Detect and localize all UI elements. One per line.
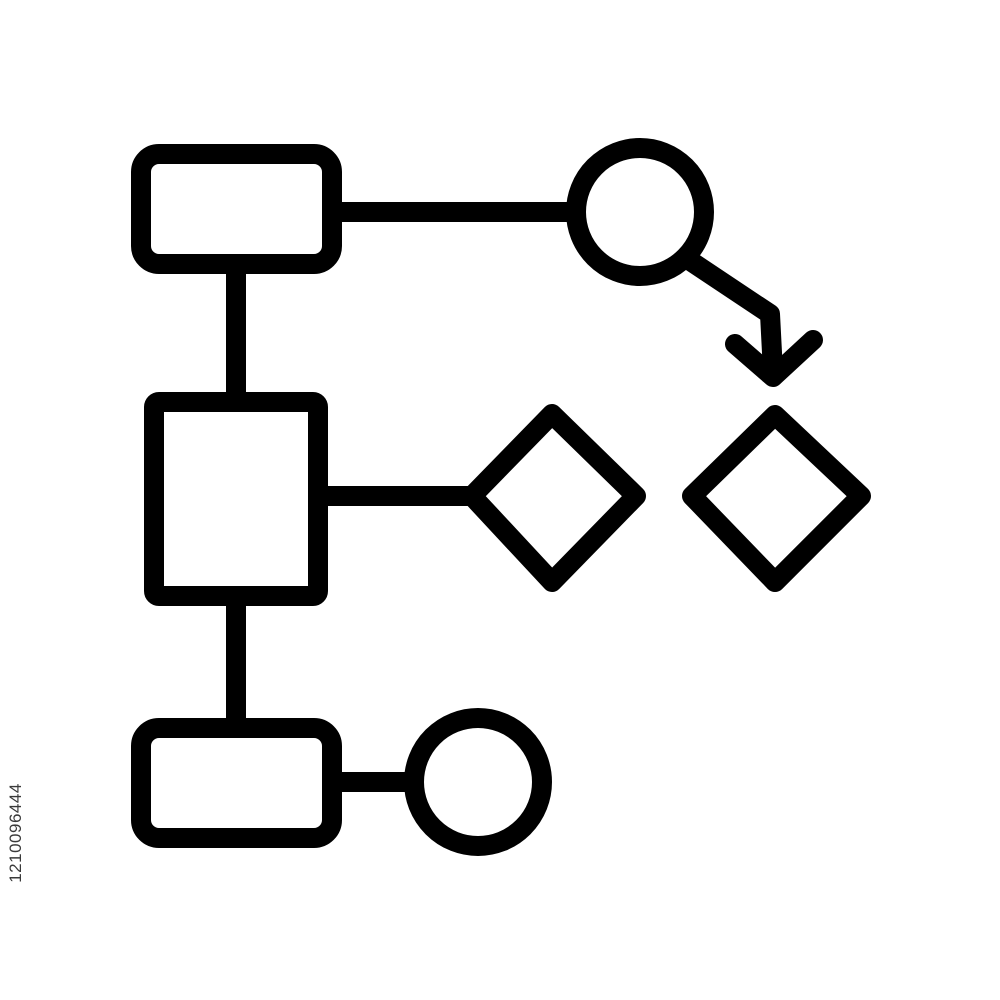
top-rect-node — [131, 144, 342, 274]
bottom-rect-node — [131, 718, 342, 848]
stock-watermark-id: 1210096444 — [4, 748, 28, 918]
arrow-connector — [682, 252, 783, 382]
top-circle-node — [566, 138, 714, 286]
bottom-circle-node — [404, 708, 552, 856]
middle-square-node — [144, 392, 328, 606]
middle-diamond-node — [462, 404, 646, 592]
right-diamond-node — [682, 405, 871, 592]
stock-id-text: 1210096444 — [6, 783, 26, 883]
arrow-head-icon — [725, 330, 823, 387]
